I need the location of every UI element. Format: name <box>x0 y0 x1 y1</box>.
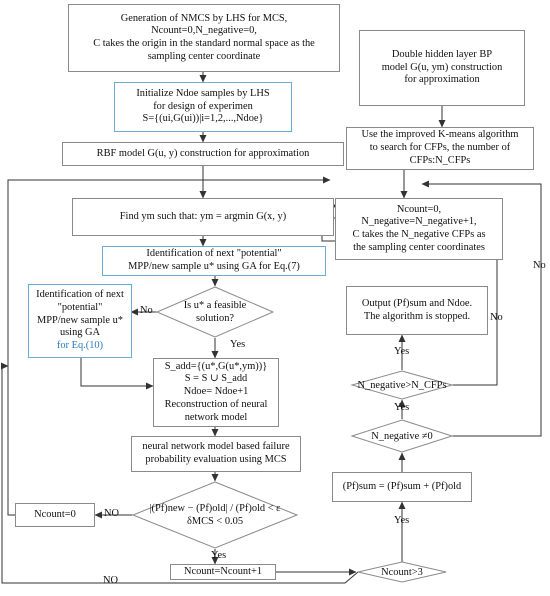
conv-line-1: |(Pf)new − (Pf)old| / (Pf)old < ε <box>149 503 281 514</box>
box-identification-2: Identification of next "potential" MPP/n… <box>28 284 132 358</box>
rbf-text: RBF model G(u, y) construction for appro… <box>96 147 310 159</box>
box-find-ym: Find ym such that: ym = argmin G(x, y) <box>72 198 334 236</box>
box-generation: Generation of NMCS by LHS for MCS, Ncoun… <box>68 4 340 72</box>
nneg0-text: N_negative ≠0 <box>371 430 433 442</box>
label-nneg0-yes: Yes <box>394 402 410 413</box>
feasible-line-1: Is u* a feasible <box>183 300 247 311</box>
sadd-line-4: Reconstruction of neural <box>164 398 268 410</box>
identification2-line-3: MPP/new sample u* <box>36 314 123 326</box>
generation-line-2: Ncount=0,N_negative=0, <box>151 25 257 37</box>
generation-line-3: C takes the origin in the standard norma… <box>93 38 315 49</box>
label-nneg0-no: No <box>533 260 546 271</box>
label-conv-yes: Yes <box>211 550 227 561</box>
output-line-1: Output (Pf)sum and Ndoe. <box>361 297 473 309</box>
edge-ncount0-loop <box>7 176 331 516</box>
convergence-decision: |(Pf)new − (Pf)old| / (Pf)old < ε δMCS <… <box>143 494 287 536</box>
label-feasible-no: No <box>140 305 153 316</box>
reset-line-2: N_negative=N_negative+1, <box>361 216 477 228</box>
label-conv-no: NO <box>104 508 120 519</box>
box-bp-model: Double hidden layer BP model G(u, ym) co… <box>359 30 525 106</box>
box-ncount-increment: Ncount=Ncount+1 <box>170 564 276 580</box>
edge-nnegcfp-no <box>452 219 501 386</box>
initialize-line-2: for design of experimen <box>153 100 253 112</box>
identification2-line-2: "potential" <box>57 301 103 313</box>
edge-ident2-sadd <box>80 358 154 390</box>
nneval-line-1: neural network model based failure <box>142 441 290 453</box>
identification1-line-1: Identification of next "potential" <box>146 248 282 260</box>
kmeans-line-1: Use the improved K-means algorithm <box>361 129 519 141</box>
ncountinc-text: Ncount=Ncount+1 <box>183 565 263 577</box>
feasible-diamond-shape <box>155 286 275 338</box>
feasible-line-2: solution? <box>195 313 235 324</box>
identification2-line-1: Identification of next <box>36 289 124 301</box>
box-reset-negative: Ncount=0, N_negative=N_negative+1, C tak… <box>335 198 503 260</box>
reset-line-3: C takes the N_negative CFPs as <box>352 229 486 240</box>
box-nn-evaluation: neural network model based failure proba… <box>131 436 301 472</box>
bp-line-2: model G(u, ym) construction <box>381 61 503 73</box>
initialize-line-1: Initialize Ndoe samples by LHS <box>136 87 270 99</box>
nneg0-decision: N_negative ≠0 <box>360 428 444 444</box>
initialize-line-3: S={(ui,G(ui))|i=1,2,...,Ndoe} <box>142 113 264 125</box>
box-pf-sum: (Pf)sum = (Pf)sum + (Pf)old <box>332 472 472 502</box>
bp-line-1: Double hidden layer BP <box>391 48 493 60</box>
sadd-line-3: Ndoe= Ndoe+1 <box>183 386 249 398</box>
feasible-decision: Is u* a feasible solution? <box>165 294 265 330</box>
box-ncount-zero: Ncount=0 <box>15 503 95 527</box>
output-line-2: The algorithm is stopped. <box>363 310 471 322</box>
label-ncount3-no: NO <box>103 575 119 586</box>
pfsum-text: (Pf)sum = (Pf)sum + (Pf)old <box>342 480 462 492</box>
generation-line-1: Generation of NMCS by LHS for MCS, <box>120 12 288 24</box>
kmeans-line-3: CFPs:N_CFPs <box>409 154 471 166</box>
identification2-line-4: using GA <box>59 327 101 339</box>
sadd-line-2: S = S ∪ S_add <box>184 373 248 385</box>
ncount3-diamond-shape <box>357 561 447 583</box>
box-identification-1: Identification of next "potential" MPP/n… <box>102 246 326 276</box>
ncount0-text: Ncount=0 <box>34 508 76 520</box>
label-nnegcfp-yes: Yes <box>394 346 410 357</box>
sadd-line-5: network model <box>184 411 248 423</box>
convergence-diamond-shape <box>131 481 299 549</box>
bp-line-3: for approximation <box>404 74 480 86</box>
box-kmeans: Use the improved K-means algorithm to se… <box>346 127 534 170</box>
box-initialize: Initialize Ndoe samples by LHS for desig… <box>114 82 292 132</box>
kmeans-line-2: to search for CFPs, the number of <box>369 142 511 154</box>
nneg0-diamond-shape <box>350 419 454 453</box>
nnegcfp-diamond-shape <box>350 370 454 400</box>
box-sample-add: S_add={(u*,G(u*,ym))} S = S ∪ S_add Ndoe… <box>153 358 279 427</box>
nnegcfp-text: N_negative>N_CFPs <box>357 379 447 391</box>
generation-line-4: sampling center coordinate <box>147 50 261 62</box>
sadd-line-1: S_add={(u*,G(u*,ym))} <box>164 360 268 372</box>
ncount3-text: Ncount>3 <box>381 566 423 578</box>
ncount3-decision: Ncount>3 <box>362 564 442 580</box>
box-rbf-model: RBF model G(u, y) construction for appro… <box>62 142 344 166</box>
edge-nneg0-no <box>421 180 542 437</box>
label-ncount3-yes: Yes <box>394 515 410 526</box>
nneval-line-2: probability evaluation using MCS <box>145 454 287 465</box>
nnegcfp-decision: N_negative>N_CFPs <box>352 377 452 393</box>
label-feasible-yes: Yes <box>230 339 246 350</box>
find-text: Find ym such that: ym = argmin G(x, y) <box>119 210 287 222</box>
box-output: Output (Pf)sum and Ndoe. The algorithm i… <box>346 286 488 335</box>
conv-line-2: δMCS < 0.05 <box>186 516 244 527</box>
reset-line-1: Ncount=0, <box>396 203 442 215</box>
reset-line-4: the sampling center coordinates <box>353 241 485 253</box>
identification1-line-2: MPP/new sample u* using GA for Eq.(7) <box>128 261 300 272</box>
label-nnegcfp-no: No <box>490 312 503 323</box>
identification2-line-5: for Eq.(10) <box>56 340 104 352</box>
edge-ncount3-no-loop <box>1 362 359 584</box>
